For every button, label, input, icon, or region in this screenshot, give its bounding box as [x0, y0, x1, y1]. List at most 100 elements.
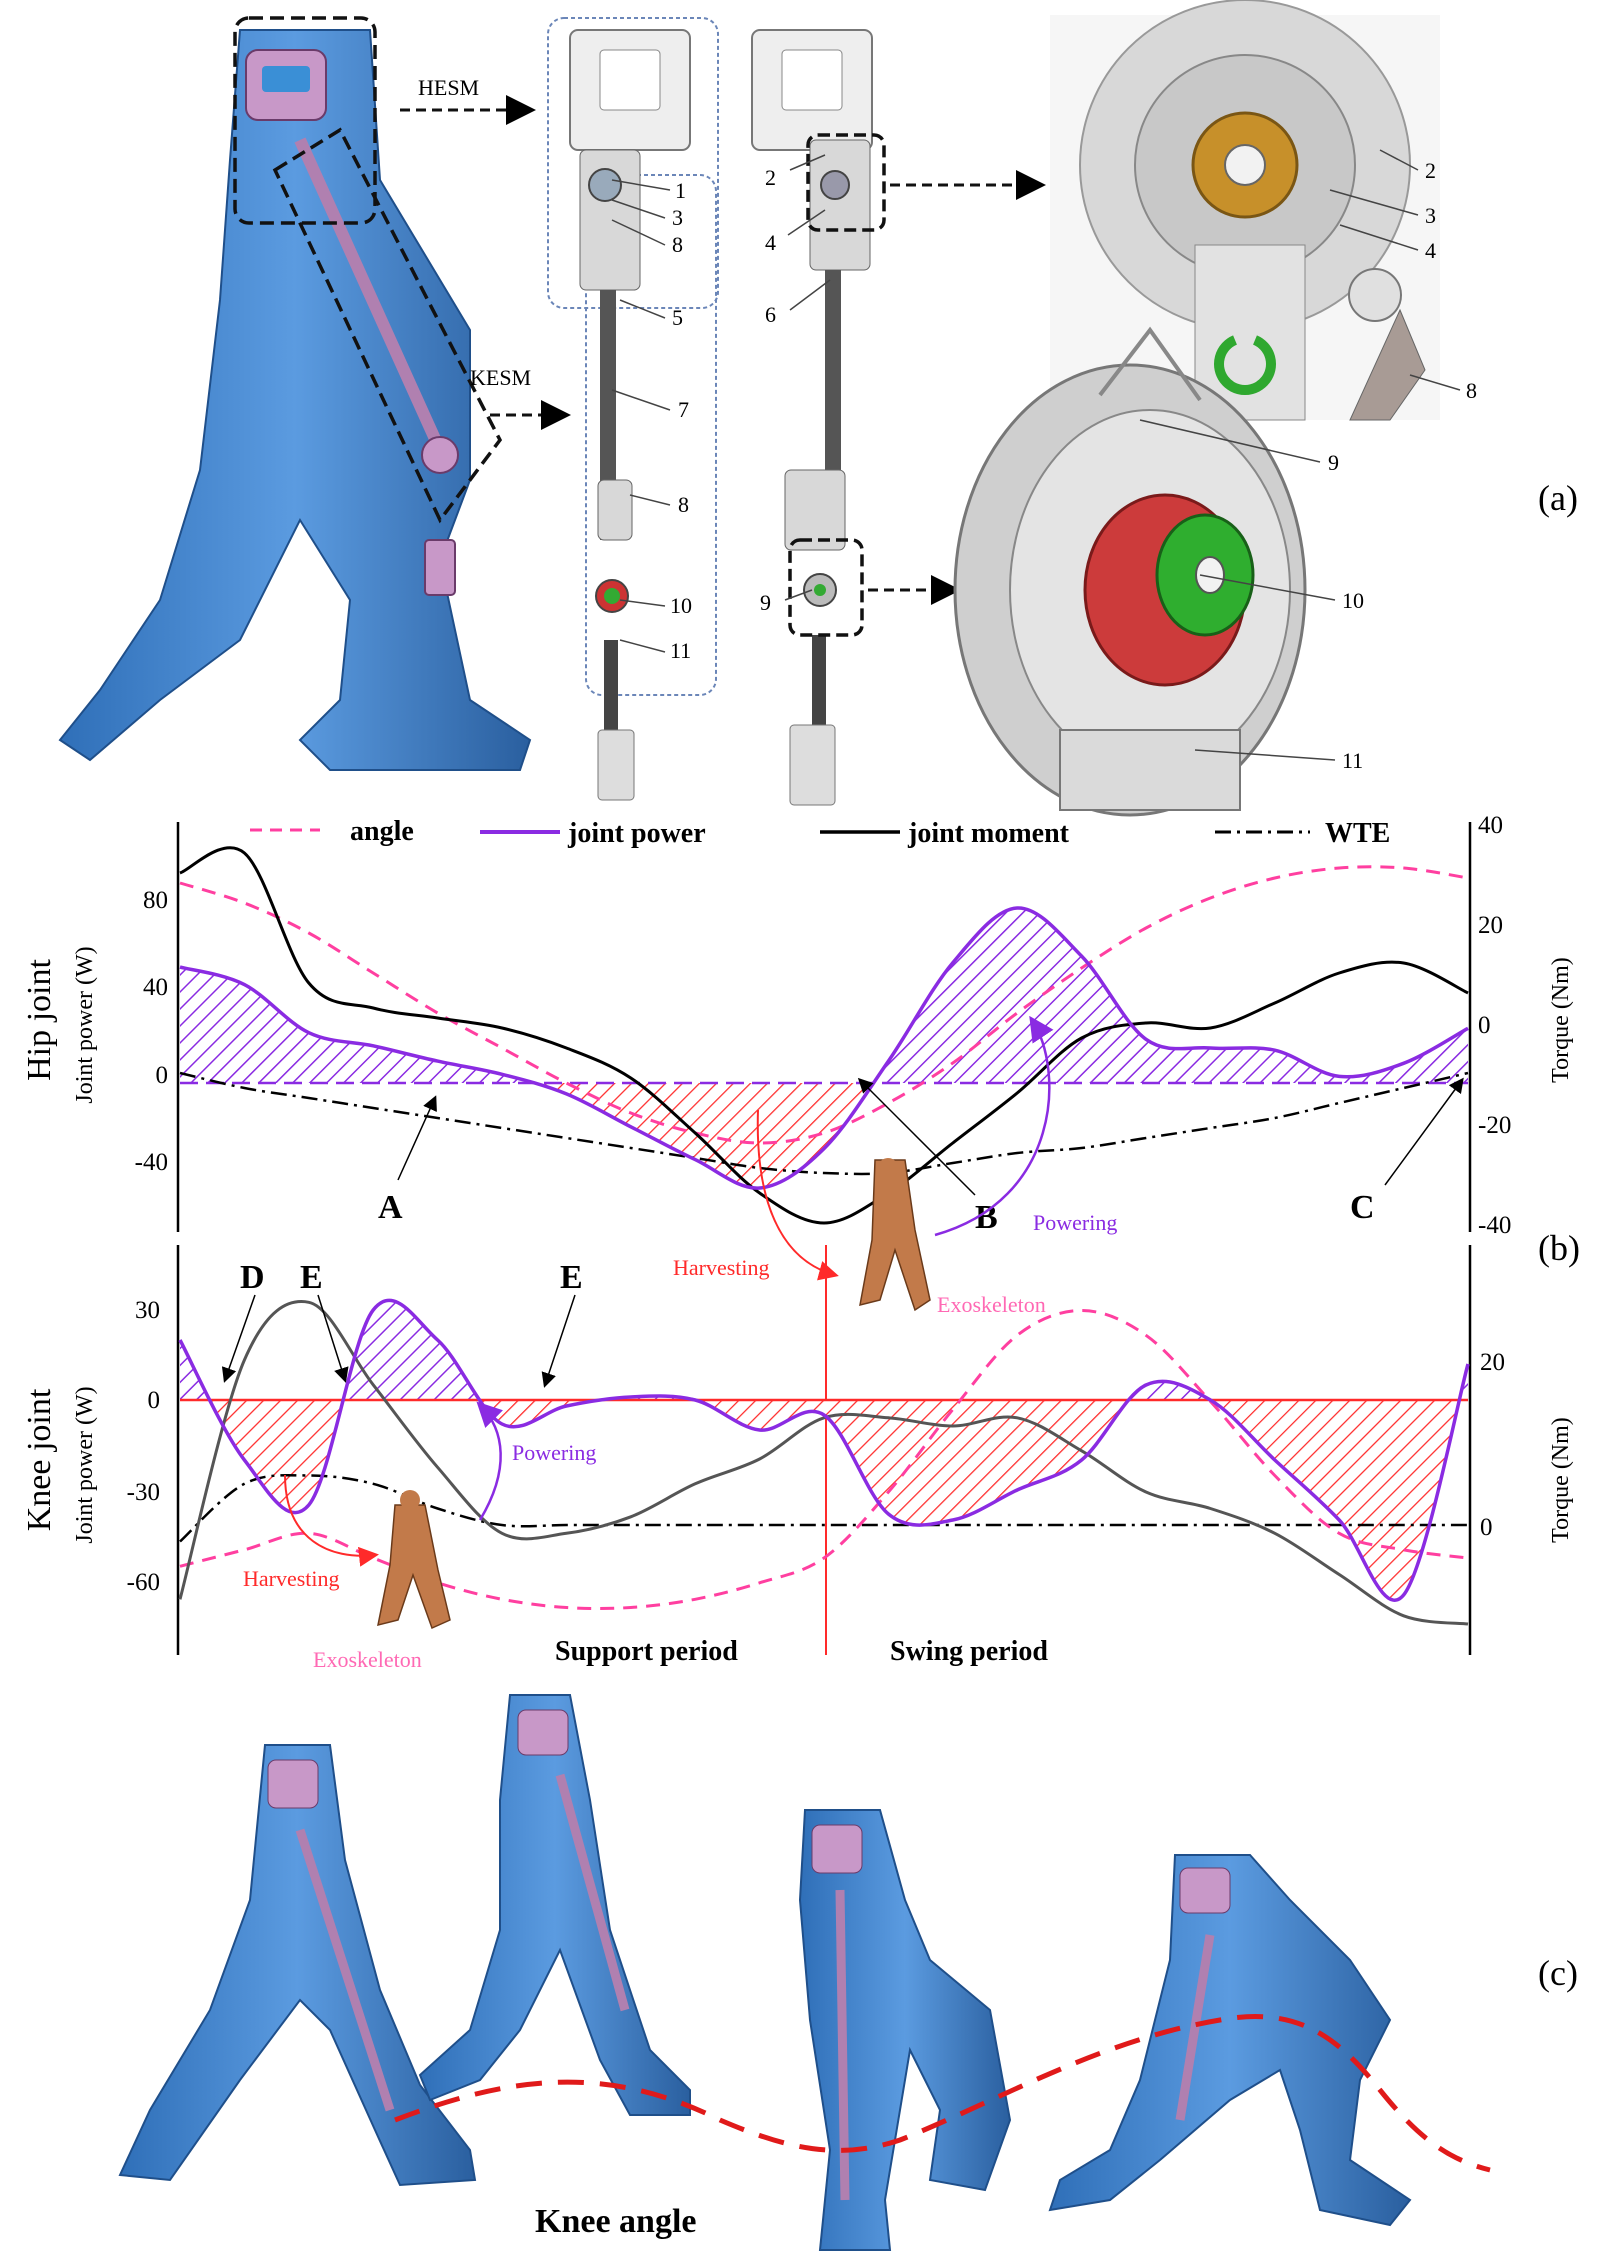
- hip-right-axis-label: Torque (Nm): [1548, 957, 1574, 1083]
- part-1-label: 1: [675, 178, 686, 203]
- front-view-part-labels: 1 3 8 5 7 8 10 11: [611, 178, 692, 663]
- kesm-label: KESM: [470, 365, 531, 390]
- mid-walking-figure: [859, 1158, 931, 1312]
- gait-pose-2: [418, 1694, 691, 2116]
- knee-exoskeleton-label: Exoskeleton: [313, 1647, 422, 1672]
- knee-harvesting-arrow: [284, 1474, 379, 1567]
- hip-joint-detail: [1050, 0, 1440, 421]
- knee-series-wte: [179, 1473, 1468, 1543]
- knee-chart: Knee joint Joint power (W) Torque (Nm) 3…: [21, 1245, 1574, 1672]
- legend: angle joint power joint moment WTE: [250, 816, 1390, 849]
- support-period-label: Support period: [555, 1636, 738, 1667]
- part-6-label: 6: [765, 302, 776, 327]
- marker-e-right: E: [560, 1259, 583, 1296]
- marker-d: D: [240, 1259, 265, 1296]
- marker-b-pointer: [857, 1077, 976, 1196]
- marker-c-pointer: [1384, 1077, 1464, 1186]
- mid-harvesting-arrow: [756, 1109, 839, 1281]
- gait-pose-3: [798, 1809, 1012, 2251]
- knee-right-axis-label: Torque (Nm): [1548, 1417, 1574, 1543]
- knee-series-joint-moment: [178, 1300, 1469, 1626]
- hip-left-tick: 0: [156, 1062, 169, 1089]
- mid-exoskeleton-label: Exoskeleton: [937, 1292, 1046, 1317]
- legend-moment: joint moment: [907, 818, 1070, 849]
- hip-plot-area: [179, 846, 1469, 1225]
- knee-joint-detail: [953, 326, 1307, 817]
- hip-powering-label: Powering: [1033, 1210, 1117, 1235]
- knee-left-tick: 30: [135, 1297, 160, 1324]
- mid-harvesting-label: Harvesting: [673, 1255, 770, 1280]
- marker-e-left-pointer: [317, 1294, 349, 1383]
- part-10-label: 10: [670, 593, 692, 618]
- panel-b-letter: (b): [1538, 1228, 1580, 1268]
- knee-plot-area: [178, 1298, 1470, 1626]
- hip-powering-area: [180, 907, 1468, 1083]
- panel-a-letter: (a): [1538, 478, 1578, 518]
- knee-right-tick: 0: [1480, 1514, 1493, 1541]
- knee-powering-label: Powering: [512, 1440, 596, 1465]
- knee-powering-area: [180, 1300, 1468, 1400]
- part-3-label: 3: [672, 205, 683, 230]
- knee-left-tick: -30: [127, 1479, 160, 1506]
- detail-part-11-label: 11: [1342, 748, 1363, 773]
- knee-walking-figure: [377, 1490, 451, 1630]
- knee-left-tick: 0: [148, 1387, 161, 1414]
- hip-right-tick: -40: [1478, 1212, 1511, 1239]
- hip-series-angle: [179, 865, 1469, 1145]
- knee-angle-label: Knee angle: [535, 2203, 696, 2240]
- part-2-label: 2: [765, 165, 776, 190]
- knee-detail-part-labels: 9 10 11: [1139, 419, 1364, 773]
- part-9-label: 9: [760, 590, 771, 615]
- hip-left-tick: 80: [143, 887, 168, 914]
- legend-power: joint power: [567, 818, 706, 849]
- hip-left-tick: -40: [135, 1149, 168, 1176]
- part-5-label: 5: [672, 305, 683, 330]
- hip-chart: Hip joint Joint power (W) Torque (Nm) 80…: [21, 812, 1574, 1239]
- knee-left-axis-label: Joint power (W): [72, 1386, 98, 1543]
- part-8b-label: 8: [678, 492, 689, 517]
- panel-c: Knee angle (c): [118, 1694, 1578, 2251]
- part-4-label: 4: [765, 230, 776, 255]
- knee-series-joint-power: [178, 1298, 1470, 1602]
- legend-angle: angle: [350, 816, 414, 847]
- detail-part-8-label: 8: [1466, 378, 1477, 403]
- side-view-part-labels: 2 4 6 9: [760, 154, 831, 615]
- knee-title: Knee joint: [21, 1388, 58, 1531]
- knee-harvesting-area: [180, 1400, 1468, 1601]
- marker-e-right-pointer: [541, 1294, 576, 1388]
- part-8-label: 8: [672, 232, 683, 257]
- panel-b: angle joint power joint moment WTE Hip j…: [21, 812, 1580, 1672]
- hip-harvesting-area: [180, 1083, 1468, 1189]
- marker-d-pointer: [221, 1294, 256, 1383]
- leg-model-illustration: [58, 16, 532, 771]
- hip-right-tick: -20: [1478, 1112, 1511, 1139]
- exoskeleton-front-view: [547, 17, 719, 801]
- detail-part-9-label: 9: [1328, 450, 1339, 475]
- detail-part-3-label: 3: [1425, 203, 1436, 228]
- hip-left-axis-label: Joint power (W): [72, 946, 98, 1103]
- detail-part-2-label: 2: [1425, 158, 1436, 183]
- part-11-label: 11: [670, 638, 691, 663]
- gait-pose-4: [1048, 1854, 1412, 2227]
- hip-series-wte: [179, 1071, 1469, 1176]
- hip-series-joint-moment: [179, 846, 1469, 1225]
- hip-right-tick: 40: [1478, 812, 1503, 839]
- marker-a-pointer: [397, 1095, 437, 1181]
- panel-c-letter: (c): [1538, 1953, 1578, 1993]
- marker-a: A: [378, 1189, 403, 1226]
- marker-c: C: [1350, 1189, 1375, 1226]
- hesm-label: HESM: [418, 75, 479, 100]
- knee-harvesting-label: Harvesting: [243, 1566, 340, 1591]
- detail-part-10-label: 10: [1342, 588, 1364, 613]
- panel-a: HESM KESM 1 3 8 5: [58, 0, 1578, 817]
- knee-left-tick: -60: [127, 1569, 160, 1596]
- part-7-label: 7: [678, 397, 689, 422]
- hip-right-tick: 20: [1478, 912, 1503, 939]
- swing-period-label: Swing period: [890, 1636, 1048, 1667]
- hip-title: Hip joint: [21, 959, 58, 1081]
- legend-wte: WTE: [1325, 818, 1390, 849]
- gait-pose-1: [118, 1744, 477, 2187]
- marker-e-left: E: [300, 1259, 323, 1296]
